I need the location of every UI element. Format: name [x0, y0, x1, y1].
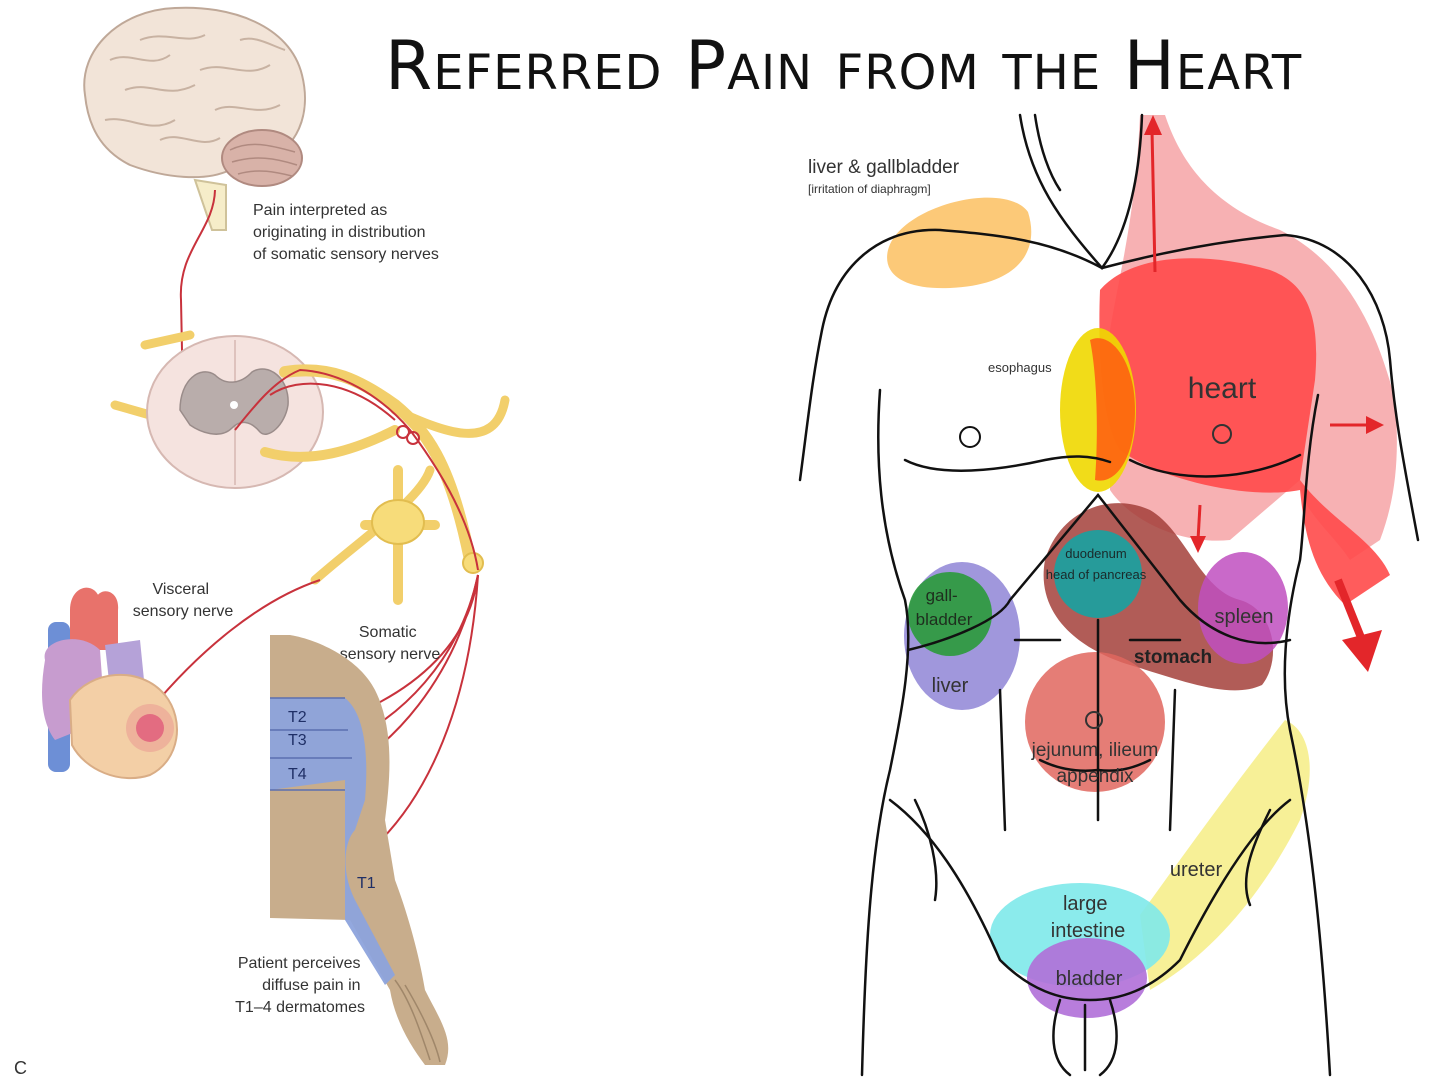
spinal-cord-icon	[110, 330, 324, 489]
radiation-arrows	[1144, 115, 1384, 672]
gallbladder-region	[908, 572, 992, 656]
navel	[1085, 711, 1103, 729]
dermatome-t3: T3	[288, 732, 307, 749]
stomach-label: stomach	[1134, 647, 1212, 668]
bladder-label: bladder	[1056, 968, 1123, 990]
duodenum-region	[1054, 530, 1142, 618]
large-intestine-label: large intestine	[1051, 893, 1126, 942]
brain-icon	[83, 6, 306, 231]
jejunum-label: jejunum, ilieum	[1031, 740, 1159, 761]
brain-caption: Pain interpreted as originating in distr…	[253, 202, 439, 263]
liver-gallbladder-label: liver & gallbladder	[808, 157, 960, 178]
pancreas-label: head of pancreas	[1046, 567, 1147, 582]
spleen-region	[1198, 552, 1288, 664]
heart-referred-zone-inner	[1099, 258, 1390, 605]
spleen-label: spleen	[1215, 606, 1274, 628]
duodenum-label: duodenum	[1065, 546, 1126, 561]
visceral-nerve-label: Visceral sensory nerve	[133, 581, 234, 620]
referred-pain-map: liver & gallbladder [irritation of diaph…	[798, 113, 1420, 1077]
liver-label: liver	[932, 675, 969, 697]
slide-title: Referred Pain from the Heart	[385, 27, 1303, 106]
appendix-label: appendix	[1056, 766, 1134, 787]
sympathetic-ganglion	[371, 499, 425, 545]
ascending-pathway	[179, 189, 216, 401]
gallbladder-label: gall- bladder	[916, 586, 973, 629]
patient-caption: Patient perceives diffuse pain in T1–4 d…	[235, 955, 365, 1016]
somatic-nerve-label: Somatic sensory nerve	[340, 624, 441, 663]
arm-illustration	[270, 635, 449, 1065]
ureter-label: ureter	[1170, 859, 1223, 881]
body-outline	[798, 113, 1420, 1077]
heart-label: heart	[1188, 372, 1257, 405]
dermatome-t1: T1	[357, 875, 376, 892]
dermatome-t4: T4	[288, 766, 307, 783]
esophagus-label: esophagus	[988, 360, 1052, 375]
right-nipple	[1212, 424, 1232, 444]
liver-gallbladder-note: [irritation of diaphragm]	[808, 182, 931, 196]
liver-shoulder-region	[887, 197, 1032, 289]
left-nipple	[959, 426, 981, 448]
ureter-region	[1140, 720, 1310, 990]
jejunum-region	[1025, 652, 1165, 792]
heart-organ-icon	[42, 587, 178, 780]
dermatome-t2: T2	[288, 709, 307, 726]
left-illustration: Pain interpreted as originating in distr…	[14, 6, 510, 1078]
figure-letter: C	[14, 1058, 27, 1078]
